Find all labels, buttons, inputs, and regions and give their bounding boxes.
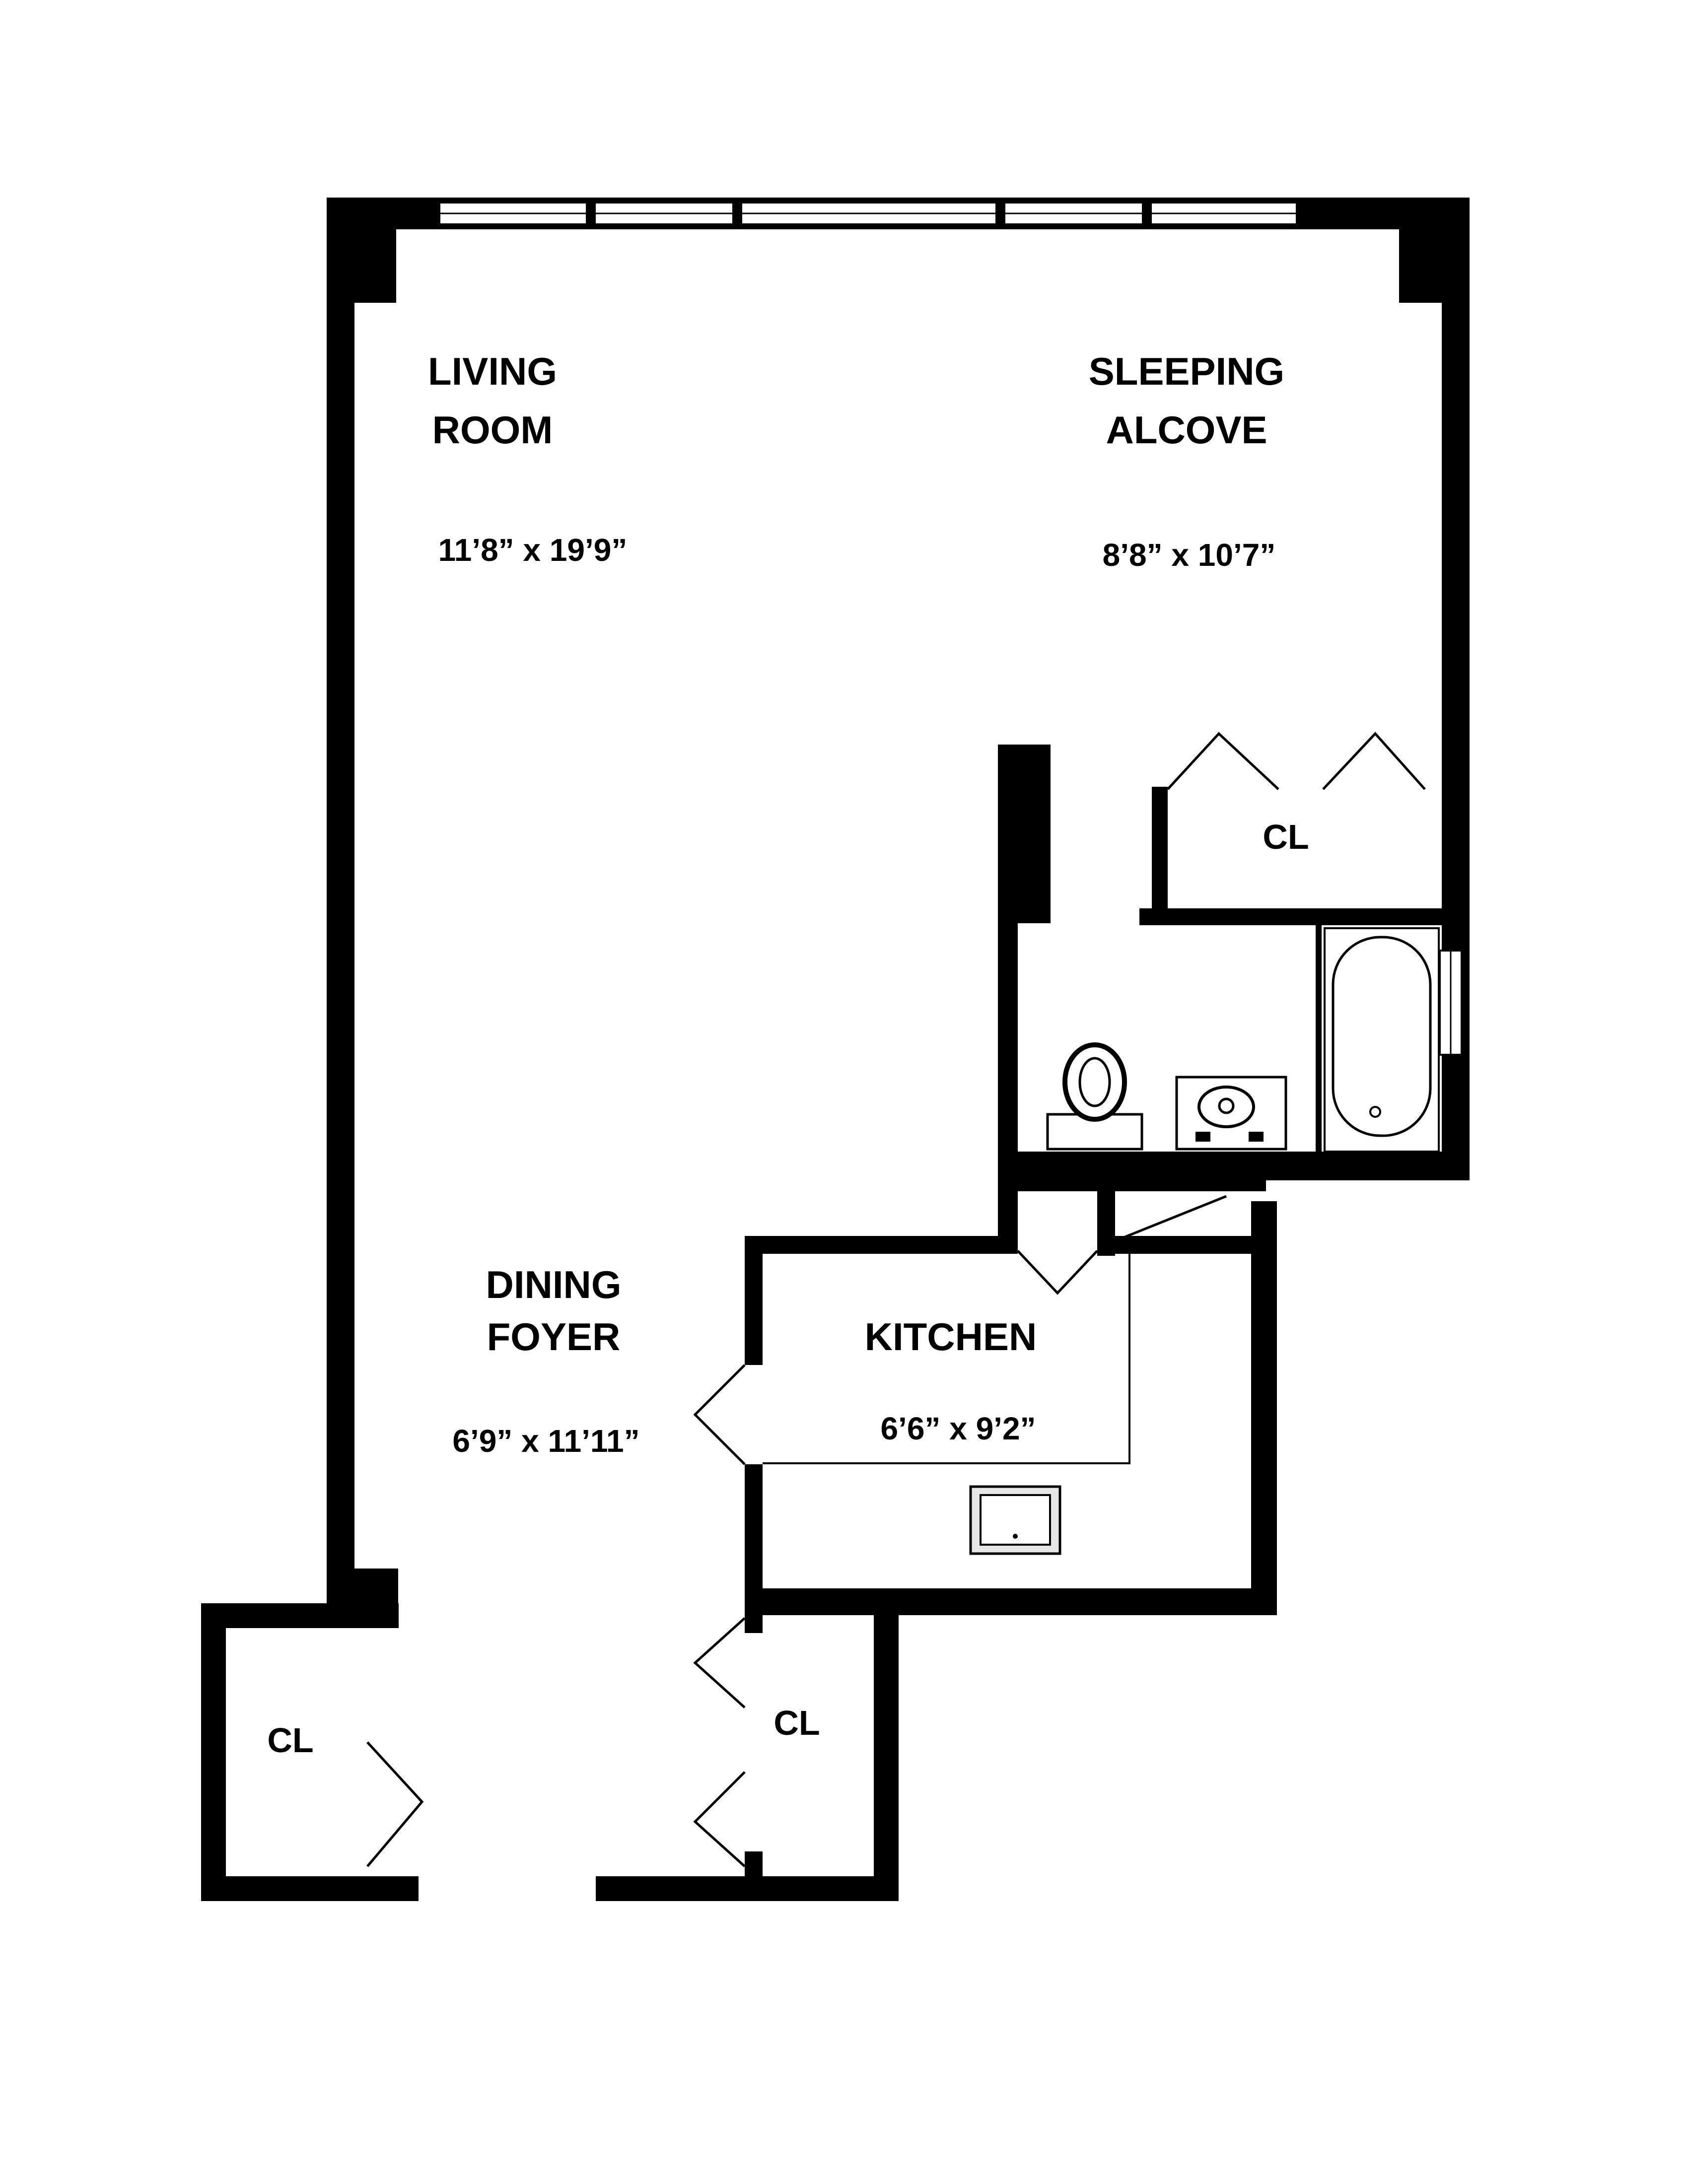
label-living-room: LIVING ROOM 11’8” x 19’9” xyxy=(428,349,627,568)
living-room-name-line2: ROOM xyxy=(432,408,553,452)
kitchen-sink xyxy=(969,1485,1061,1555)
windows-top xyxy=(438,201,1306,226)
sleeping-alcove-dimensions: 8’8” x 10’7” xyxy=(1103,537,1276,573)
label-sleeping-alcove: SLEEPING ALCOVE 8’8” x 10’7” xyxy=(1089,349,1284,573)
kitchen-dimensions: 6’6” x 9’2” xyxy=(880,1411,1036,1446)
living-room-dimensions: 11’8” x 19’9” xyxy=(438,532,628,568)
closet-entry-label: CL xyxy=(267,1721,313,1760)
living-room-name-line1: LIVING xyxy=(428,349,557,393)
closet-alcove-label: CL xyxy=(1263,818,1309,856)
label-dining-foyer: DINING FOYER 6’9” x 11’11” xyxy=(452,1263,639,1459)
door-swings xyxy=(366,732,1426,1867)
kitchen-name: KITCHEN xyxy=(865,1315,1037,1359)
bath-sink xyxy=(1175,1076,1287,1151)
sleeping-alcove-name-line2: ALCOVE xyxy=(1106,408,1267,452)
closet-foyer-label: CL xyxy=(774,1704,820,1742)
toilet xyxy=(1046,1042,1143,1151)
kitchen-counter xyxy=(763,1254,1130,1464)
sleeping-alcove-name-line1: SLEEPING xyxy=(1089,349,1284,393)
dining-foyer-name-line2: FOYER xyxy=(487,1315,621,1359)
label-kitchen: KITCHEN 6’6” x 9’2” xyxy=(865,1315,1037,1446)
bath-window xyxy=(1439,950,1463,1056)
bathtub xyxy=(1324,927,1440,1167)
dining-foyer-name-line1: DINING xyxy=(486,1263,622,1306)
dining-foyer-dimensions: 6’9” x 11’11” xyxy=(452,1423,639,1459)
interior-walls xyxy=(745,745,1447,1891)
